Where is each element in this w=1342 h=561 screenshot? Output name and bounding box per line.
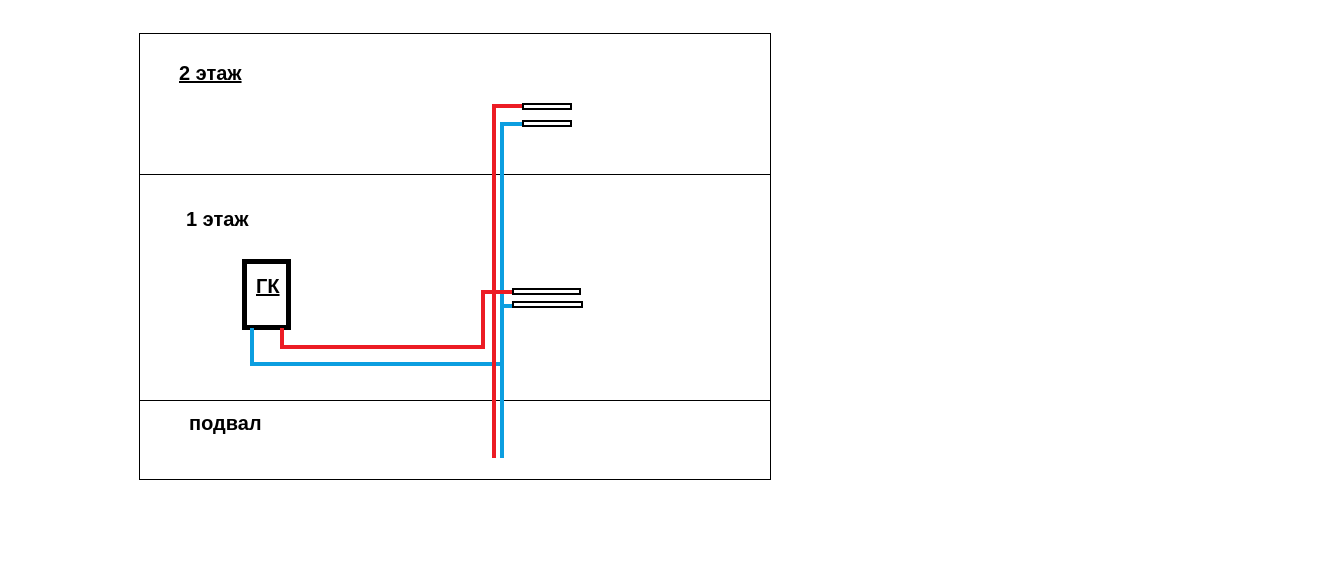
radiator-first-floor-top: [512, 288, 581, 295]
supply-pipe-main: [280, 290, 514, 349]
boiler: ГК: [242, 259, 291, 330]
radiator-second-floor-top: [522, 103, 572, 110]
return-pipe-main: [250, 328, 502, 366]
boiler-box: [242, 259, 291, 330]
supply-riser: [492, 104, 524, 458]
boiler-label: ГК: [256, 276, 280, 298]
radiators: [512, 103, 583, 308]
floor-label-basement: подвал: [189, 413, 262, 435]
floor-label-second: 2 этаж: [179, 63, 242, 85]
supply-pipes: [280, 104, 524, 458]
radiator-first-floor-bottom: [512, 301, 583, 308]
floor-label-first: 1 этаж: [186, 209, 249, 231]
radiator-second-floor-bottom: [522, 120, 572, 127]
building-outline: [139, 33, 771, 480]
building: [139, 33, 771, 480]
